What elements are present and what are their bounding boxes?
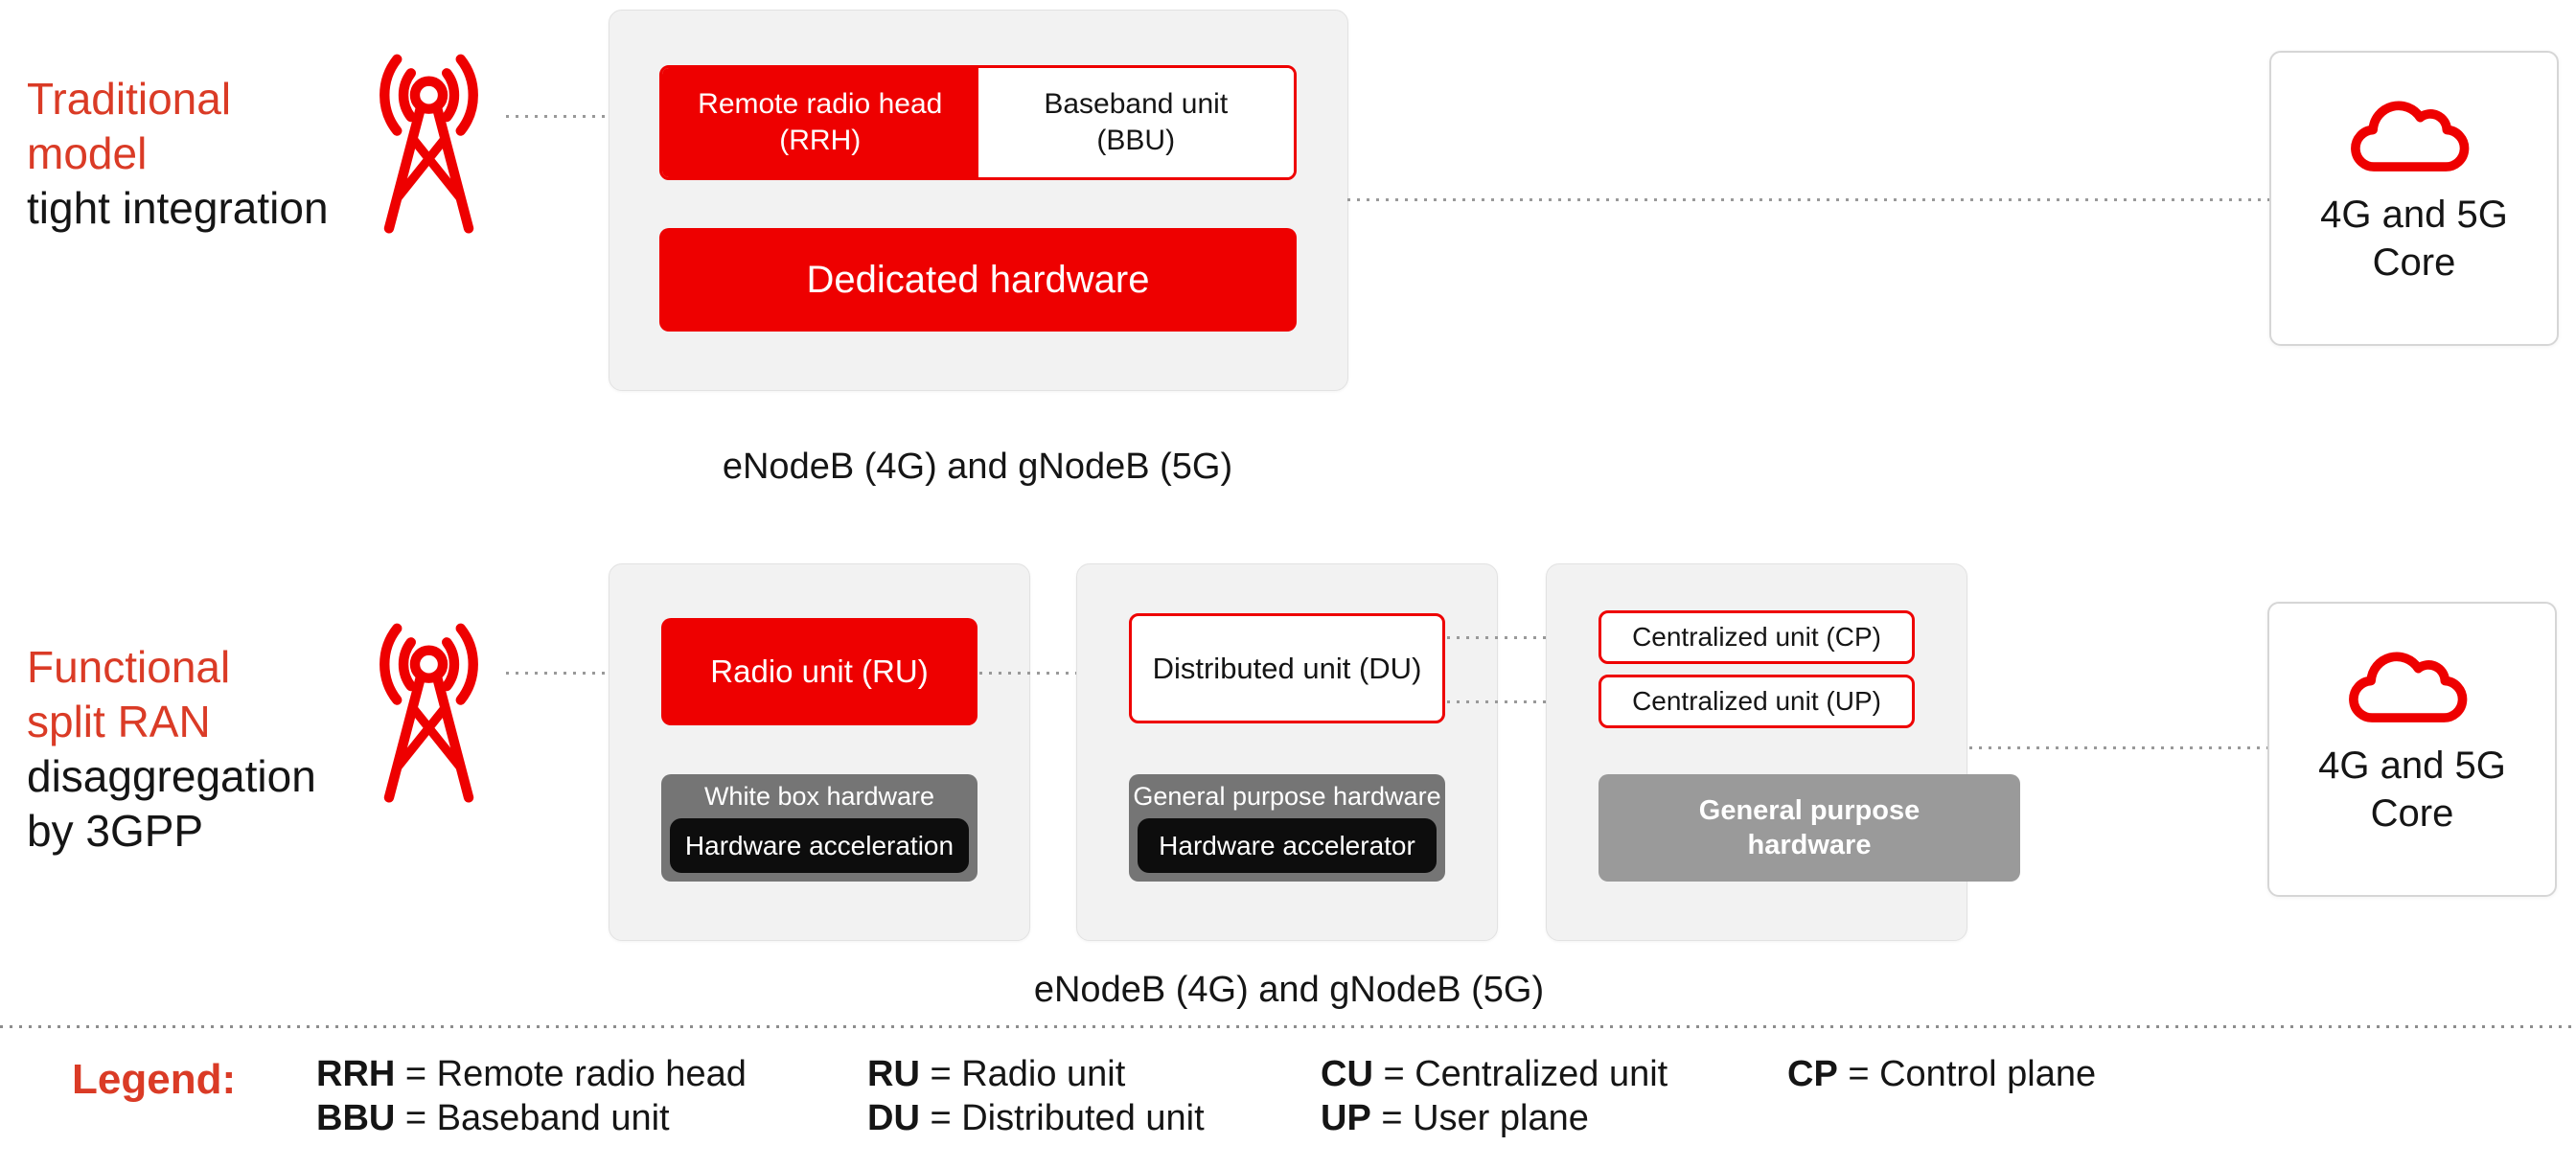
- enodeb-caption-traditional: eNodeB (4G) and gNodeB (5G): [722, 447, 1233, 487]
- core-label: 4G and 5G Core: [2318, 745, 2506, 835]
- heading-line: Functional: [27, 642, 231, 692]
- centralized-unit-cp-box: Centralized unit (CP): [1598, 610, 1915, 664]
- gp-hw-label: General purpose hardware: [1698, 795, 1920, 860]
- hw-title: White box hardware: [703, 781, 935, 811]
- dotted-connector-cu-to-core: [1969, 746, 2267, 749]
- core-box-traditional: 4G and 5G Core: [2269, 51, 2559, 346]
- legend-entry-ru: RU = Radio unit: [867, 1054, 1125, 1095]
- cloud-icon: [2349, 652, 2468, 722]
- core-label: 4G and 5G Core: [2320, 194, 2508, 284]
- dotted-connector-tower-to-ru: [506, 672, 640, 675]
- legend-abbr: UP: [1321, 1098, 1371, 1138]
- general-purpose-hardware: General purpose hardware Hardware accele…: [1129, 774, 1445, 882]
- cloud-icon: [2351, 101, 2470, 172]
- radio-tower-icon: [380, 54, 478, 234]
- dotted-connector-enodeb-to-core: [1347, 198, 2269, 201]
- dotted-connector-du-to-up: [1447, 700, 1597, 703]
- enodeb-caption-functional: eNodeB (4G) and gNodeB (5G): [1033, 970, 1545, 1010]
- legend-def: = User plane: [1370, 1098, 1589, 1138]
- radio-tower-icon: [380, 623, 478, 803]
- core-box-functional: 4G and 5G Core: [2267, 602, 2557, 897]
- heading-line: by 3GPP: [27, 806, 204, 856]
- rrh-box: Remote radio head (RRH): [662, 68, 978, 177]
- functional-split-heading: Functional split RAN disaggregation by 3…: [27, 640, 316, 859]
- centralized-unit-up-box: Centralized unit (UP): [1598, 675, 1915, 728]
- heading-line: Traditional: [27, 74, 232, 124]
- heading-line: tight integration: [27, 183, 329, 233]
- traditional-model-heading: Traditional model tight integration: [27, 72, 329, 236]
- rrh-bbu-split-box: Remote radio head (RRH) Baseband unit (B…: [659, 65, 1297, 180]
- hardware-acceleration-box: Hardware acceleration: [670, 818, 969, 873]
- heading-line: disaggregation: [27, 751, 316, 801]
- legend-abbr: BBU: [316, 1098, 396, 1138]
- distributed-unit-box: Distributed unit (DU): [1129, 613, 1445, 723]
- legend-def: = Control plane: [1837, 1054, 2097, 1094]
- white-box-hardware: White box hardware Hardware acceleration: [661, 774, 978, 882]
- legend-entry-cp: CP = Control plane: [1787, 1054, 2096, 1095]
- legend-def: = Radio unit: [919, 1054, 1126, 1094]
- legend-entry-rrh: RRH = Remote radio head: [316, 1054, 747, 1095]
- radio-unit-box: Radio unit (RU): [661, 618, 978, 725]
- heading-line: model: [27, 128, 148, 178]
- dotted-divider: [0, 1025, 2576, 1028]
- dotted-connector-du-to-cp: [1447, 636, 1597, 639]
- bbu-box: Baseband unit (BBU): [978, 68, 1294, 177]
- dotted-connector-ru-to-du: [979, 672, 1131, 675]
- legend-abbr: DU: [867, 1098, 920, 1138]
- hw-title: General purpose hardware: [1133, 781, 1441, 811]
- legend-entry-up: UP = User plane: [1321, 1098, 1589, 1139]
- heading-line: split RAN: [27, 697, 211, 746]
- legend-abbr: RRH: [316, 1054, 396, 1094]
- general-purpose-hardware-box: General purpose hardware: [1598, 774, 2020, 882]
- dedicated-hardware-box: Dedicated hardware: [659, 228, 1297, 332]
- legend-abbr: RU: [867, 1054, 920, 1094]
- dotted-connector-tower-to-enodeb: [506, 115, 640, 118]
- legend-def: = Distributed unit: [919, 1098, 1205, 1138]
- legend-def: = Remote radio head: [395, 1054, 747, 1094]
- hardware-accelerator-box: Hardware accelerator: [1138, 818, 1437, 873]
- legend-abbr: CU: [1321, 1054, 1373, 1094]
- legend-title: Legend:: [72, 1056, 237, 1103]
- legend-entry-du: DU = Distributed unit: [867, 1098, 1205, 1139]
- legend-entry-bbu: BBU = Baseband unit: [316, 1098, 670, 1139]
- legend-def: = Baseband unit: [395, 1098, 670, 1138]
- legend-abbr: CP: [1787, 1054, 1838, 1094]
- legend-entry-cu: CU = Centralized unit: [1321, 1054, 1668, 1095]
- legend-def: = Centralized unit: [1372, 1054, 1668, 1094]
